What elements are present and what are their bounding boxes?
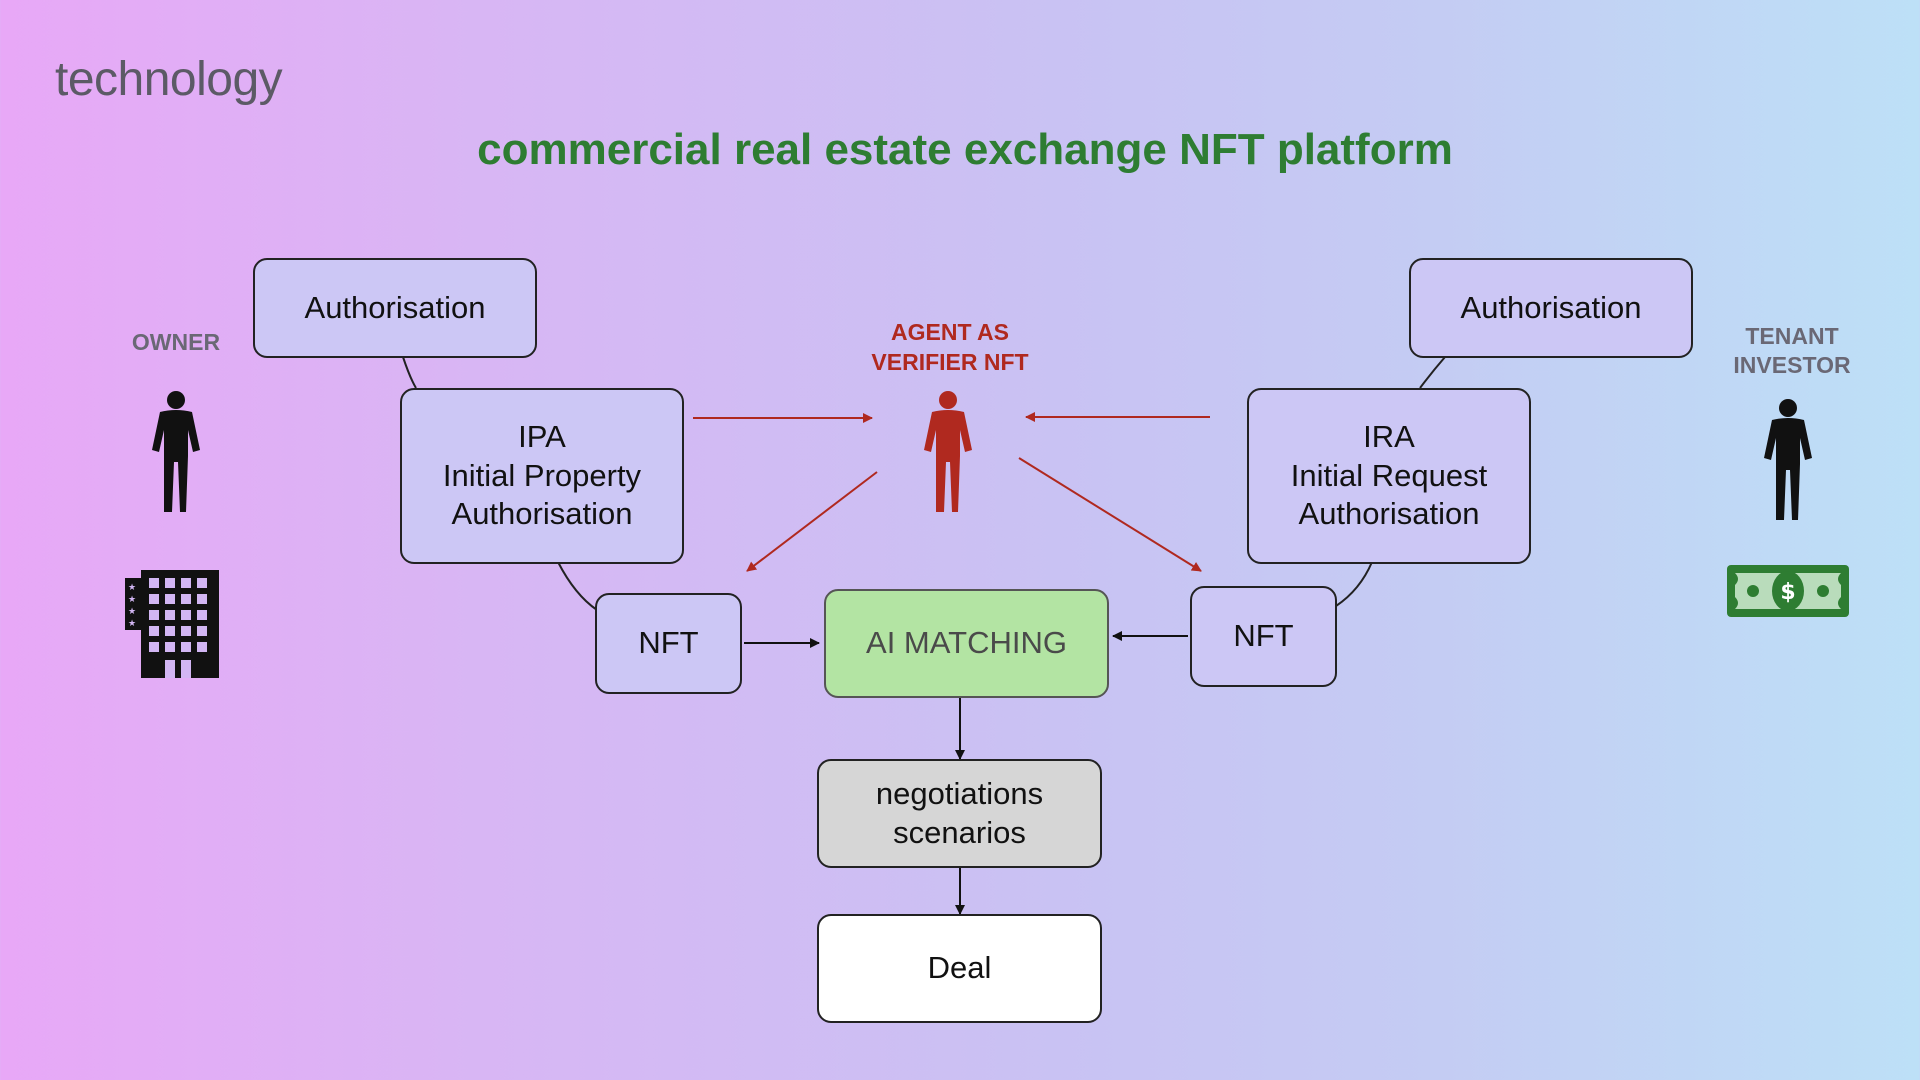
- page-title: commercial real estate exchange NFT plat…: [477, 125, 1453, 174]
- svg-text:★: ★: [128, 619, 136, 629]
- ira-line-1: IRA: [1363, 418, 1415, 454]
- agent-verifier-label: AGENT AS VERIFIER NFT: [830, 318, 1070, 378]
- connector-auth-ipa-left: [402, 356, 417, 389]
- tenant-person-icon: [1764, 399, 1812, 520]
- connector-ira-nft-right: [1335, 561, 1373, 607]
- ipa-line-1: IPA: [518, 418, 566, 454]
- nft-box-left: NFT: [595, 593, 742, 694]
- ai-matching-box: AI MATCHING: [824, 589, 1109, 698]
- negotiations-scenarios-box: negotiations scenarios: [817, 759, 1102, 868]
- owner-person-icon: [152, 391, 200, 512]
- dollar-bill-icon: $: [1727, 565, 1849, 617]
- ipa-line-3: Authorisation: [451, 496, 633, 532]
- agent-label-line2: VERIFIER NFT: [871, 348, 1029, 375]
- arrow-agent-to-nft-right: [1018, 457, 1202, 572]
- arrow-agent-to-nft-left: [746, 471, 878, 572]
- authorisation-box-left: Authorisation: [253, 258, 537, 358]
- connector-auth-ira-right: [1419, 356, 1446, 389]
- ipa-line-2: Initial Property: [442, 457, 642, 493]
- office-building-icon: ★ ★ ★ ★: [125, 570, 219, 678]
- authorisation-box-right: Authorisation: [1409, 258, 1693, 358]
- ira-line-2: Initial Request: [1290, 457, 1488, 493]
- agent-person-icon: [924, 391, 972, 512]
- deal-box: Deal: [817, 914, 1102, 1023]
- svg-text:$: $: [1780, 580, 1795, 605]
- nft-box-right: NFT: [1190, 586, 1337, 687]
- ira-line-3: Authorisation: [1298, 496, 1480, 532]
- tenant-investor-label: TENANT INVESTOR: [1702, 322, 1882, 380]
- agent-label-line1: AGENT AS: [891, 319, 1009, 345]
- section-label: technology: [55, 53, 283, 106]
- investor-label: INVESTOR: [1733, 351, 1851, 378]
- negotiations-line-2: scenarios: [893, 814, 1026, 850]
- tenant-label: TENANT: [1745, 323, 1839, 349]
- negotiations-line-1: negotiations: [875, 775, 1044, 811]
- svg-text:★: ★: [128, 607, 136, 617]
- svg-text:★: ★: [128, 595, 136, 605]
- owner-label: OWNER: [131, 329, 221, 355]
- svg-text:★: ★: [128, 583, 136, 593]
- connector-ipa-nft-left: [557, 561, 598, 611]
- ipa-box: IPA Initial Property Authorisation: [400, 388, 684, 564]
- ira-box: IRA Initial Request Authorisation: [1247, 388, 1531, 564]
